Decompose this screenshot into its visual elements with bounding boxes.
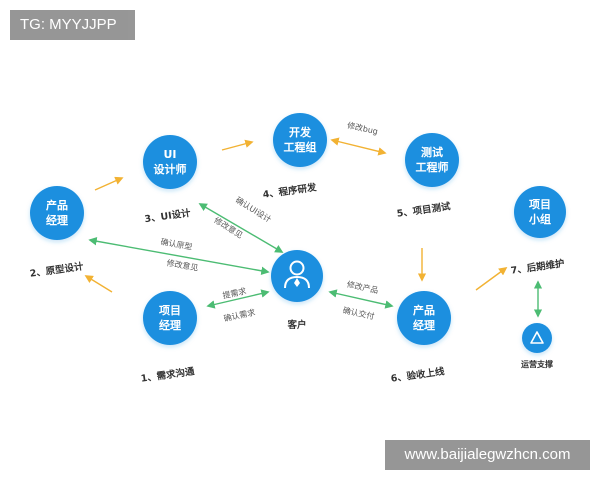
url-label: www.baijialegwzhcn.com: [385, 440, 590, 470]
flow-arrow-pm-to-team: [475, 267, 508, 291]
svg-text:测试: 测试: [421, 145, 443, 159]
node-test-engineer: 测试 工程师: [405, 133, 459, 187]
svg-text:项目: 项目: [529, 198, 551, 211]
sync-arrow-pm-customer: [88, 237, 270, 275]
node-ops: [522, 323, 552, 353]
flow-arrow-projmgr-to-pm: [84, 275, 113, 293]
caption-ops-support: 运营支撑: [521, 359, 553, 369]
caption-maintenance: 7、后期维护: [510, 257, 565, 276]
svg-text:经理: 经理: [159, 318, 181, 332]
edge-label-modify-product: 修改产品: [346, 279, 379, 295]
caption-requirements: 1、需求沟通: [140, 365, 196, 384]
caption-acceptance-launch: 6、验收上线: [390, 365, 446, 384]
svg-text:小组: 小组: [528, 212, 551, 226]
sync-arrow-customer-pm: [328, 289, 394, 309]
node-project-manager: 项目 经理: [143, 291, 197, 345]
caption-program-development: 4、程序研发: [262, 181, 318, 200]
node-dev-team: 开发 工程组: [273, 113, 327, 167]
edge-label-confirm-delivery: 确认交付: [342, 305, 375, 321]
sync-arrow-projmgr-customer: [206, 289, 270, 309]
caption-prototype-design: 2、原型设计: [29, 260, 85, 279]
edge-label-modify-bug: 修改bug: [346, 120, 379, 136]
svg-text:产品: 产品: [46, 198, 68, 212]
node-ui-designer: UI 设计师: [143, 135, 197, 189]
svg-text:工程师: 工程师: [416, 160, 449, 174]
flow-arrow-ui-to-dev: [221, 139, 254, 151]
node-product-manager-left: 产品 经理: [30, 186, 84, 240]
flow-arrow-pm-to-ui: [94, 176, 124, 191]
svg-text:开发: 开发: [289, 125, 312, 139]
sync-arrow-ui-customer: [198, 203, 284, 253]
edge-label-confirm-prototype: 确认原型: [160, 236, 193, 251]
caption-ui-design: 3、UI设计: [144, 207, 192, 225]
node-product-manager-right: 产品 经理: [397, 291, 451, 345]
svg-text:工程组: 工程组: [284, 140, 317, 154]
svg-text:UI: UI: [163, 148, 176, 161]
recycle-icon: [530, 331, 544, 344]
svg-text:产品: 产品: [413, 303, 435, 317]
caption-customer: 客户: [286, 319, 306, 331]
flow-arrow-dev-to-test: [330, 137, 387, 156]
caption-project-testing: 5、项目测试: [396, 200, 452, 219]
svg-text:经理: 经理: [46, 213, 68, 227]
edge-label-raise-requirement: 提需求: [222, 286, 248, 301]
tag-label: TG: MYYJJPP: [10, 10, 135, 40]
svg-text:项目: 项目: [159, 304, 181, 317]
edge-label-modify-opinion-1: 修改意见: [166, 257, 199, 272]
user-icon: [284, 260, 310, 289]
svg-text:设计师: 设计师: [154, 162, 187, 176]
node-customer: [271, 250, 323, 302]
svg-text:经理: 经理: [413, 318, 435, 332]
node-project-team: 项目 小组: [514, 186, 566, 238]
edge-label-confirm-requirement: 确认需求: [223, 307, 256, 323]
